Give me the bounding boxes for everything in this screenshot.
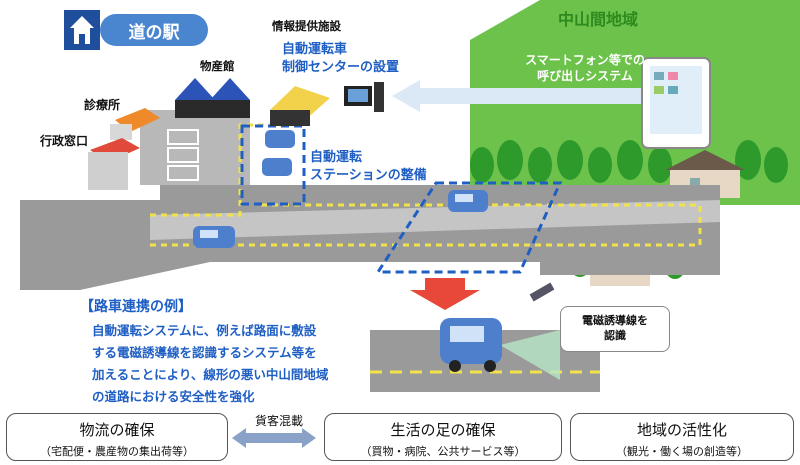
- cargo-mix-label: 貨客混載: [254, 414, 303, 428]
- autonomous-vehicle-icon: [193, 226, 235, 248]
- autonomous-vehicle-icon: [440, 318, 502, 372]
- clinic-building-icon: [110, 108, 160, 140]
- michi-no-eki-label: 道の駅: [100, 14, 208, 46]
- guide-wire-callout: 電磁誘導線を 認識: [560, 306, 670, 352]
- station-outline: [375, 181, 563, 274]
- bussankan-label: 物産館: [200, 59, 235, 73]
- mobility-subtitle: （買物・病院、公共サービス等）: [360, 445, 526, 458]
- admin-window-label: 行政窓口: [40, 134, 89, 148]
- control-center-line2: 制御センターの設置: [282, 60, 400, 75]
- mobility-title: 生活の足の確保: [390, 421, 496, 439]
- example-line: 自動運転システムに、例えば路面に敷設: [92, 323, 317, 338]
- example-line: の道路における安全性を強化: [92, 389, 255, 404]
- clinic-label: 診療所: [84, 98, 121, 112]
- revitalization-title: 地域の活性化: [636, 421, 727, 439]
- phone-line2: 呼び出しシステム: [537, 69, 633, 83]
- bussankan-building-icon: [175, 78, 250, 118]
- example-heading: 【路車連携の例】: [80, 299, 192, 315]
- admin-building-icon: [88, 138, 140, 190]
- example-line: 加えることにより、線形の悪い中山間地域: [92, 367, 329, 382]
- control-center-building-icon: [270, 86, 330, 126]
- station-label-line1: 自動運転: [310, 150, 363, 165]
- guide-route: [150, 123, 290, 217]
- logistics-title: 物流の確保: [79, 421, 155, 439]
- down-arrow: [410, 278, 480, 310]
- region-label: 中山間地域: [558, 10, 639, 29]
- double-arrow: [232, 428, 316, 448]
- station-label-line2: ステーションの整備: [310, 168, 427, 183]
- callout-line2: 認識: [604, 329, 626, 342]
- control-center-line1: 自動運転車: [282, 42, 348, 57]
- call-arrow: [392, 80, 642, 112]
- info-facility-label: 情報提供施設: [272, 19, 341, 33]
- revitalization-subtitle: （観光・働く場の創造等）: [616, 445, 748, 458]
- computer-icon: [344, 82, 384, 112]
- callout-line1: 電磁誘導線を: [582, 314, 648, 327]
- satellite-icon: [529, 282, 555, 302]
- revitalization-box: 地域の活性化 （観光・働く場の創造等）: [570, 413, 794, 461]
- smartphone-icon: [641, 57, 711, 149]
- autonomous-vehicle-icon: [448, 190, 488, 212]
- mobility-box: 生活の足の確保 （買物・病院、公共サービス等）: [324, 413, 562, 461]
- michi-no-eki-logo: [64, 10, 100, 50]
- logistics-subtitle: （宅配便・農産物の集出荷等）: [40, 445, 194, 458]
- phone-line1: スマートフォン等での: [525, 53, 645, 67]
- logistics-box: 物流の確保 （宅配便・農産物の集出荷等）: [6, 413, 228, 461]
- autonomous-vehicle-icon: [262, 130, 295, 176]
- example-line: する電磁誘導線を認識するシステム等を: [92, 345, 317, 360]
- phone-system-text: スマートフォン等での 呼び出しシステム: [510, 52, 660, 84]
